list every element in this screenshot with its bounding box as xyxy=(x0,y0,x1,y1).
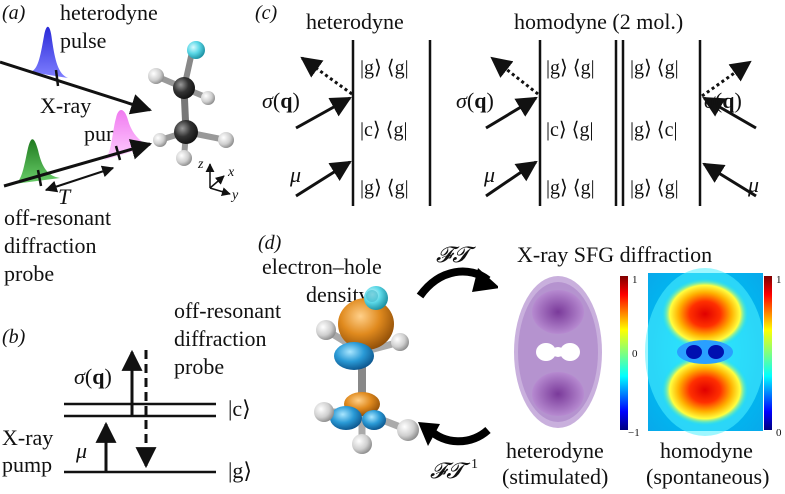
density-label-line1: electron–hole xyxy=(262,254,382,279)
b-ket-c: |c⟩ xyxy=(228,396,251,421)
pump-label-line1: X-ray xyxy=(40,93,91,118)
b-ket-g: |g⟩ xyxy=(228,458,252,483)
hom-b-sigma-arrow xyxy=(702,96,757,130)
pump-probe-path-arrow xyxy=(3,139,153,188)
hom-b-middle-state: |g⟩ ⟨c| xyxy=(630,119,678,141)
heterodyne-map xyxy=(498,273,619,431)
het-top-state: |g⟩ ⟨g| xyxy=(360,57,409,79)
axis-y-label: y xyxy=(230,188,239,203)
het-middle-state: |c⟩ ⟨g| xyxy=(360,119,408,141)
heterodyne-pulse-label-line1: heterodyne xyxy=(60,0,158,25)
heterodyne-pulse-label-line2: pulse xyxy=(60,28,106,53)
het-cbar-tick-mid: 0 xyxy=(632,348,638,360)
het-bottom-state: |g⟩ ⟨g| xyxy=(360,177,409,199)
het-caption-line2: (stimulated) xyxy=(502,464,608,489)
hom-a-mu-arrow xyxy=(485,160,538,198)
b-probe-label-line1: off-resonant xyxy=(174,298,281,323)
hom-a-sigma-arrow xyxy=(485,96,538,130)
hom-b-bottom-state: |g⟩ ⟨g| xyxy=(630,177,679,199)
hom-a-sigma-label: σ(q) xyxy=(456,88,494,113)
delay-arrow xyxy=(44,165,115,193)
hom-a-mu-label: μ xyxy=(483,162,495,187)
sfg-title: X-ray SFG diffraction xyxy=(517,242,712,267)
molecule-a xyxy=(148,41,234,166)
homodyne-colorbar xyxy=(764,276,772,430)
het-caption-line1: heterodyne xyxy=(506,438,604,463)
heterodyne-pulse-path-arrow xyxy=(0,60,153,115)
panel-b: (b) off-resonant diffraction probe σ(q) … xyxy=(2,298,281,483)
hom-b-top-state: |g⟩ ⟨g| xyxy=(630,57,679,79)
ift-label: 𝓕𝓣−1 xyxy=(430,457,478,483)
probe-label-line1: off-resonant xyxy=(4,205,111,230)
heterodyne-title: heterodyne xyxy=(306,9,404,34)
panel-a-label: (a) xyxy=(2,2,26,24)
b-pump-label-line1: X-ray xyxy=(2,425,53,450)
het-mu-arrow xyxy=(295,160,352,198)
het-sigma-arrow xyxy=(295,96,352,130)
heterodyne-pulse-tick xyxy=(54,69,60,87)
het-cbar-tick-bottom: −1 xyxy=(628,427,640,439)
coordinate-axes: z x y xyxy=(197,157,239,203)
hom-a-bottom-state: |g⟩ ⟨g| xyxy=(546,177,595,199)
het-cbar-tick-top: 1 xyxy=(632,274,638,286)
hom-caption-line2: (spontaneous) xyxy=(646,464,769,489)
hom-b-mu-arrow xyxy=(702,162,757,198)
axis-z-label: z xyxy=(197,157,204,172)
hom-caption-line1: homodyne xyxy=(660,438,753,463)
ift-arrow xyxy=(427,426,491,446)
heterodyne-colorbar xyxy=(620,276,628,430)
panel-d-label: (d) xyxy=(258,232,282,254)
panel-d: (d) electron–hole density xyxy=(258,232,782,489)
axis-x-label: x xyxy=(227,165,235,180)
het-mu-label: μ xyxy=(289,162,301,187)
ft-arrow-head xyxy=(472,268,500,292)
heterodyne-pulse-shape xyxy=(30,26,68,78)
hom-a-emission-dotted-arrow xyxy=(490,56,539,96)
panel-b-label: (b) xyxy=(2,326,26,348)
probe-label-line2: diffraction xyxy=(4,233,96,258)
homodyne-title: homodyne (2 mol.) xyxy=(514,9,683,34)
homodyne-map xyxy=(645,268,765,436)
hom-a-top-state: |g⟩ ⟨g| xyxy=(546,57,595,79)
hom-b-sigma-label: σ(q) xyxy=(704,88,742,113)
ft-label: 𝓕𝓣 xyxy=(436,242,476,267)
panel-c-label: (c) xyxy=(255,2,278,24)
het-emission-dotted-arrow xyxy=(300,56,353,96)
delay-label: T xyxy=(58,184,72,209)
molecule-d xyxy=(314,286,419,454)
probe-label-line3: probe xyxy=(4,261,54,286)
panel-a: (a) heterodyne pulse X-ray pump T off-re… xyxy=(0,0,239,286)
hom-a-middle-state: |c⟩ ⟨g| xyxy=(546,119,594,141)
probe-pulse-tick xyxy=(36,169,43,187)
pump-pulse-tick xyxy=(114,145,122,161)
b-mu-label: μ xyxy=(75,438,87,463)
b-pump-label-line2: pump xyxy=(2,452,52,477)
hom-b-emission-dotted-arrow xyxy=(701,60,752,98)
b-probe-label-line2: diffraction xyxy=(174,326,266,351)
het-sigma-label: σ(q) xyxy=(262,88,300,113)
ift-arrow-head xyxy=(418,422,440,446)
hom-b-mu-label: μ xyxy=(747,172,759,197)
b-sigma-label: σ(q) xyxy=(74,364,112,389)
panel-c: (c) heterodyne homodyne (2 mol.) |g⟩ ⟨g|… xyxy=(255,2,759,206)
b-probe-label-line3: probe xyxy=(174,354,224,379)
hom-cbar-tick-top: 1 xyxy=(776,274,782,286)
hom-cbar-tick-bottom: 0 xyxy=(776,427,782,439)
